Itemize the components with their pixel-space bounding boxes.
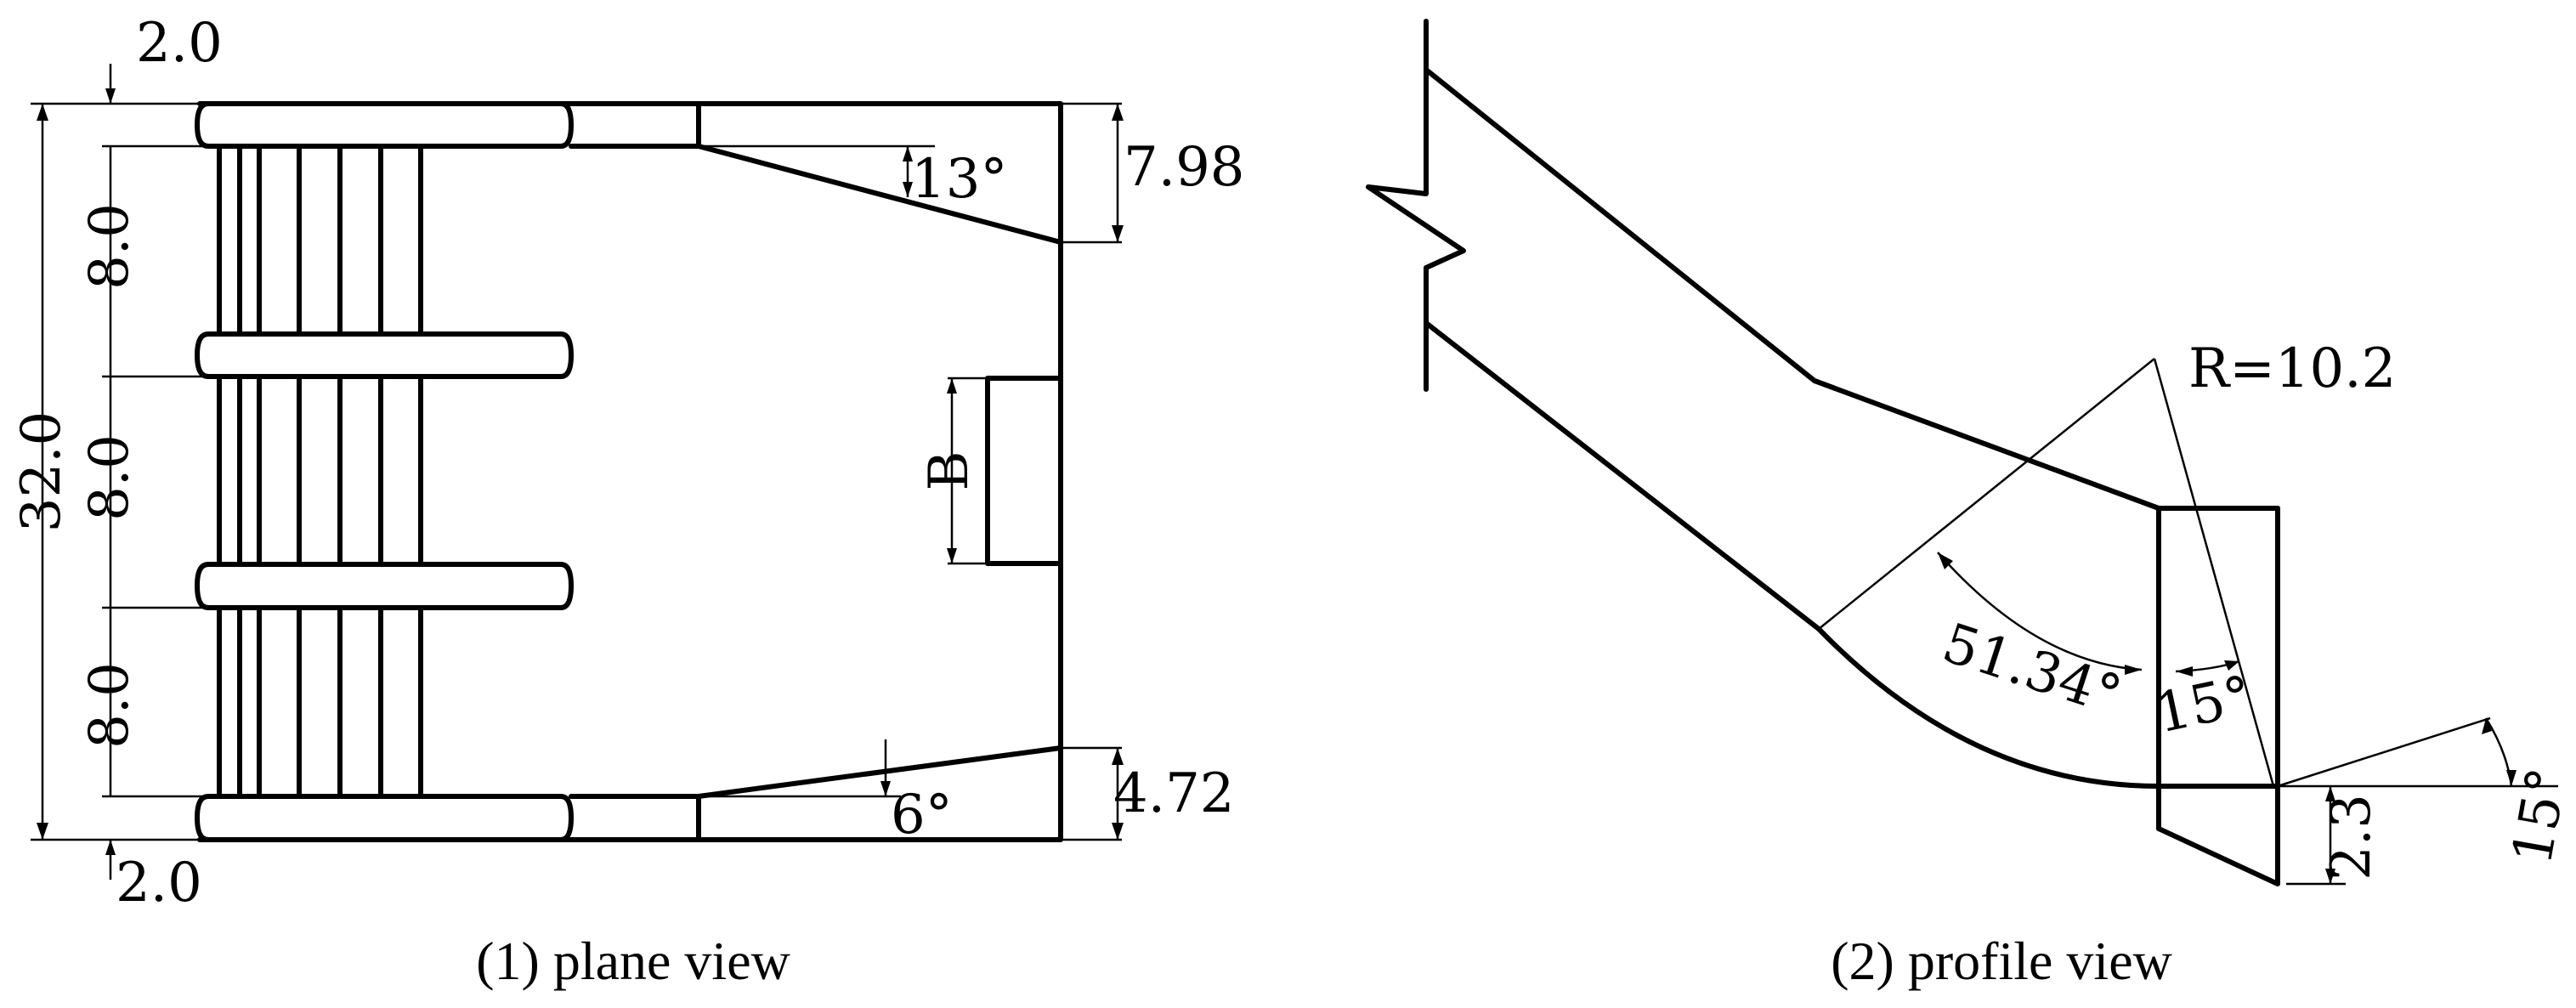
lower-chute-line: [1424, 320, 2280, 789]
dim-bottom-gap: 2.0: [116, 852, 202, 915]
plane-view: 2.0 2.0 32.0 8.0 8.0 8.0 7.98 4.72 13° 6…: [10, 12, 1245, 991]
angle-top: 13°: [911, 148, 1007, 211]
wall-break: [1366, 19, 1466, 392]
middle-rail-2: [195, 562, 574, 610]
slot-notch: [985, 376, 1063, 566]
dimension-arrows: [37, 88, 1124, 855]
upper-chute-line: [1424, 67, 2280, 511]
dimension-lines: [41, 64, 1119, 880]
dim-slot: B: [918, 450, 981, 490]
bucket-lip: [2156, 506, 2280, 886]
dim-total: 32.0: [10, 411, 73, 533]
angle-lip-label: 15°: [2150, 665, 2257, 746]
profile-arrows: [1938, 552, 2517, 884]
dim-pitch-2: 8.0: [78, 434, 141, 521]
top-taper-line: [696, 144, 1063, 245]
dim-pitch-1: 8.0: [78, 203, 141, 290]
top-rail-segment: [569, 101, 701, 149]
dim-step-label: 2.3: [2320, 794, 2383, 881]
plane-view-caption: (1) plane view: [476, 931, 790, 991]
bottom-rail: [195, 794, 574, 842]
construction-lines: [1818, 358, 2558, 886]
extension-lines: [31, 102, 1122, 841]
bottom-rail-segment: [569, 794, 701, 842]
dim-right-bottom: 4.72: [1113, 762, 1235, 825]
profile-view: R=10.2 51.34° 15° 15° 2.3 (2) profile vi…: [1366, 19, 2576, 991]
middle-rail-1: [195, 331, 574, 379]
radius-label: R=10.2: [2188, 337, 2396, 400]
dim-right-top: 7.98: [1124, 136, 1245, 199]
dim-pitch-3: 8.0: [78, 662, 141, 749]
vertical-bars: [217, 144, 423, 799]
profile-view-caption: (2) profile view: [1831, 931, 2172, 991]
top-rail: [195, 101, 574, 149]
bottom-taper-line: [696, 745, 1063, 799]
angle-bottom: 6°: [891, 784, 953, 847]
dim-top-gap: 2.0: [136, 12, 223, 75]
arc-51-34: [1937, 552, 2143, 671]
angle-arc-label: 51.34°: [1935, 612, 2129, 728]
